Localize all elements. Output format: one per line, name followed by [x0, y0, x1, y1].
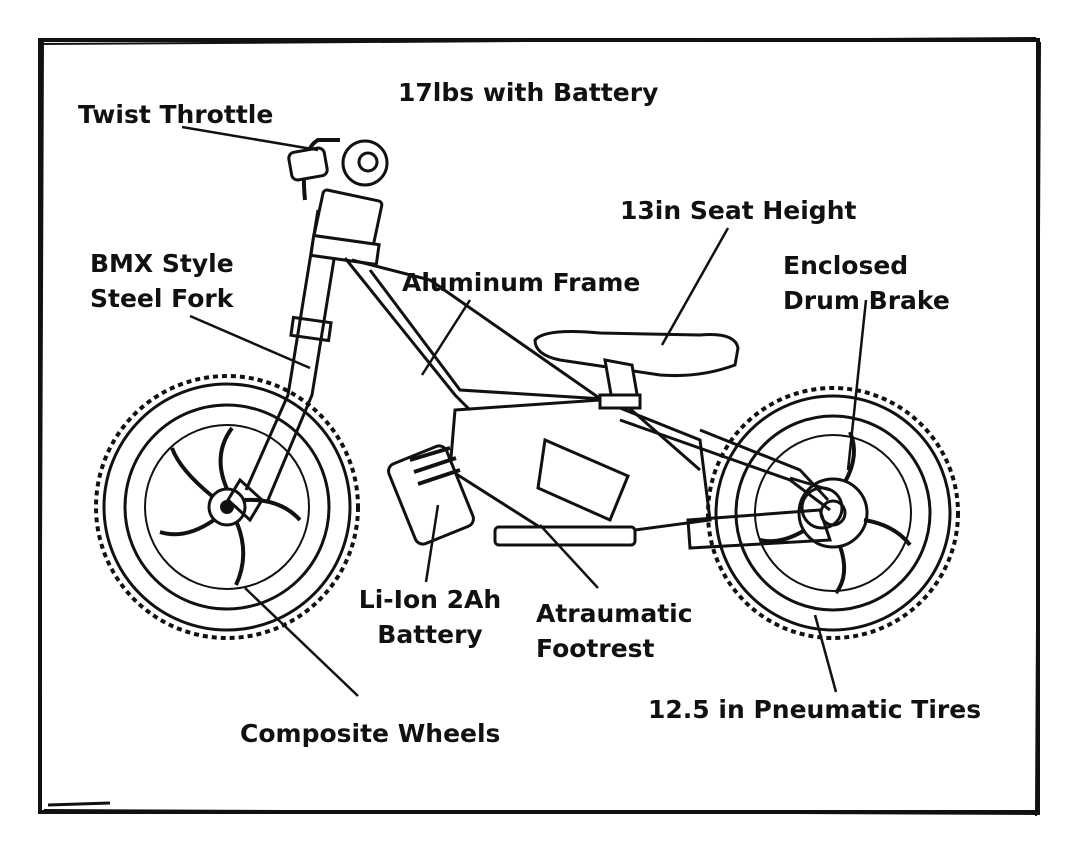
front-wheel: [94, 374, 360, 640]
front-fork: [226, 209, 344, 523]
leader-seat: [660, 227, 730, 346]
label-brake-line1: Enclosed: [783, 251, 909, 280]
label-battery-line1: Li-Ion 2Ah: [358, 585, 502, 614]
label-battery: Li-Ion 2Ah Battery: [345, 582, 515, 652]
leader-battery: [424, 504, 440, 583]
front-spokes: [159, 426, 302, 586]
weight-title: 17lbs with Battery: [398, 78, 659, 107]
label-fork-line2: Steel Fork: [90, 284, 234, 313]
label-footrest: Atraumatic Footrest: [536, 596, 693, 666]
label-drum-brake: Enclosed Drum Brake: [783, 248, 950, 318]
leader-lines: [181, 125, 868, 697]
label-seat-height: 13in Seat Height: [620, 196, 857, 225]
leader-throttle: [181, 125, 319, 152]
leader-frame: [420, 299, 472, 376]
label-aluminum-frame: Aluminum Frame: [402, 268, 641, 297]
footrest: [493, 525, 637, 547]
seat: [533, 330, 740, 410]
label-composite-wheels: Composite Wheels: [240, 719, 501, 748]
label-footrest-line2: Footrest: [536, 634, 655, 663]
leader-footrest: [539, 524, 599, 589]
label-twist-throttle: Twist Throttle: [78, 100, 274, 129]
sketch-border: [37, 37, 1041, 817]
leader-fork: [189, 314, 311, 370]
handlebar: [287, 138, 389, 267]
rear-wheel: [706, 386, 960, 640]
label-pneumatic-tires: 12.5 in Pneumatic Tires: [648, 695, 982, 724]
drum-brake: [789, 476, 844, 530]
label-steel-fork: BMX Style Steel Fork: [90, 246, 234, 316]
leader-brake: [846, 299, 868, 471]
battery-box: [387, 437, 630, 546]
leader-tires: [813, 614, 838, 693]
label-battery-line2: Battery: [377, 620, 483, 649]
leader-wheels: [244, 587, 359, 697]
label-footrest-line1: Atraumatic: [536, 599, 693, 628]
label-fork-line1: BMX Style: [90, 249, 234, 278]
label-brake-line2: Drum Brake: [783, 286, 950, 315]
